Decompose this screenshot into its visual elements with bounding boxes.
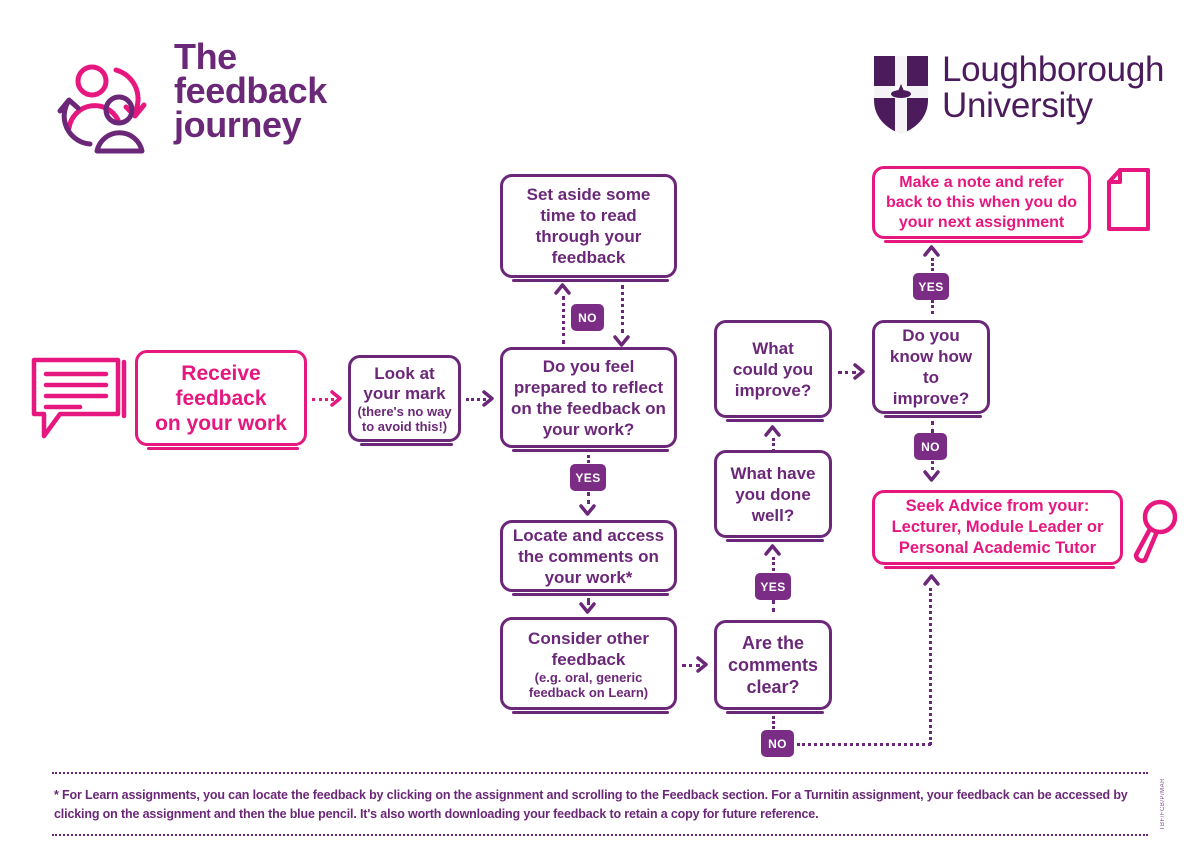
node-are-the-comments-clear-label: Are the comments clear? bbox=[727, 633, 819, 697]
loughborough-university-logo: Loughborough University bbox=[872, 52, 1164, 142]
connector-comments-yes-1 bbox=[772, 600, 775, 612]
footer-divider-bottom bbox=[52, 834, 1148, 836]
document-page-icon bbox=[1104, 167, 1154, 233]
badge-no-prepared: NO bbox=[571, 304, 604, 331]
connector-receive-to-mark bbox=[312, 398, 334, 401]
arrowhead-down-icon bbox=[579, 504, 596, 516]
node-are-the-comments-clear[interactable]: Are the comments clear? bbox=[714, 620, 832, 714]
node-look-at-your-mark[interactable]: Look at your mark (there's no way to avo… bbox=[348, 355, 461, 446]
badge-no-know: NO bbox=[914, 433, 947, 460]
arrowhead-right-icon bbox=[696, 656, 708, 673]
node-what-have-you-done-well[interactable]: What have you done well? bbox=[714, 450, 832, 542]
connector-mark-to-prepared bbox=[466, 398, 486, 401]
logo-wordmark: The feedback journey bbox=[174, 36, 414, 145]
connector-locate-to-consider bbox=[587, 598, 590, 605]
connector-prepared-yes-2 bbox=[587, 492, 590, 504]
footnote-text: * For Learn assignments, you can locate … bbox=[54, 788, 1128, 821]
node-do-you-feel-prepared-label: Do you feel prepared to reflect on the f… bbox=[511, 356, 666, 439]
arrowhead-up-icon bbox=[923, 245, 940, 257]
node-what-could-you-improve[interactable]: What could you improve? bbox=[714, 320, 832, 422]
node-locate-comments[interactable]: Locate and access the comments on your w… bbox=[500, 520, 677, 596]
connector-prepared-yes-1 bbox=[587, 455, 590, 469]
node-make-a-note-label: Make a note and refer back to this when … bbox=[885, 173, 1078, 231]
node-do-you-know-how-to-improve-label: Do you know how to improve? bbox=[889, 326, 973, 408]
arrowhead-down-icon bbox=[923, 470, 940, 482]
badge-no-comments: NO bbox=[761, 730, 794, 757]
arrowhead-right-icon bbox=[482, 390, 494, 407]
university-wordmark: Loughborough University bbox=[942, 52, 1164, 124]
arrowhead-up-icon bbox=[554, 283, 571, 295]
two-people-cycle-icon bbox=[56, 52, 166, 160]
arrowhead-up-icon bbox=[764, 425, 781, 437]
arrowhead-down-icon bbox=[613, 335, 630, 347]
connector-comments-no-1 bbox=[772, 716, 775, 729]
node-set-aside-time[interactable]: Set aside some time to read through your… bbox=[500, 174, 677, 282]
node-consider-other-feedback-subtext: (e.g. oral, generic feedback on Learn) bbox=[528, 669, 649, 700]
magnifying-glass-icon bbox=[1130, 497, 1182, 567]
university-name-line-2: University bbox=[942, 86, 1093, 125]
badge-yes-prepared: YES bbox=[570, 464, 606, 491]
footer: * For Learn assignments, you can locate … bbox=[52, 772, 1148, 836]
connector-knowhow-no-1 bbox=[931, 421, 934, 433]
connector-improve-to-knowhow bbox=[838, 371, 856, 374]
logo-line-2: feedback bbox=[174, 70, 327, 111]
loughborough-crest-icon bbox=[872, 54, 930, 136]
connector-knowhow-yes-2 bbox=[931, 258, 934, 271]
node-make-a-note[interactable]: Make a note and refer back to this when … bbox=[872, 166, 1091, 243]
node-what-could-you-improve-label: What could you improve? bbox=[732, 338, 814, 400]
arrowhead-down-icon bbox=[579, 602, 596, 614]
university-name-line-1: Loughborough bbox=[942, 50, 1165, 89]
node-consider-other-feedback-label: Consider other feedback bbox=[528, 628, 649, 669]
feedback-journey-logo: The feedback journey bbox=[52, 39, 412, 168]
footer-divider-top bbox=[52, 772, 1148, 774]
logo-line-3: journey bbox=[174, 104, 302, 145]
node-locate-comments-label: Locate and access the comments on your w… bbox=[512, 525, 665, 587]
arrowhead-up-icon bbox=[923, 574, 940, 586]
connector-knowhow-no-2 bbox=[931, 461, 934, 470]
logo-line-1: The bbox=[174, 36, 237, 77]
connector-comments-yes-2 bbox=[772, 557, 775, 571]
speech-bubble-icon bbox=[30, 352, 130, 444]
badge-yes-know: YES bbox=[913, 273, 949, 300]
reference-code: TBF/FCB/P/MAR bbox=[1160, 778, 1166, 831]
node-set-aside-time-label: Set aside some time to read through your… bbox=[526, 185, 651, 267]
connector-set-aside-down bbox=[621, 285, 624, 333]
node-seek-advice-label: Seek Advice from your: Lecturer, Module … bbox=[891, 497, 1104, 557]
node-look-at-your-mark-label: Look at your mark bbox=[363, 363, 446, 403]
node-what-have-you-done-well-label: What have you done well? bbox=[730, 463, 816, 525]
node-do-you-know-how-to-improve[interactable]: Do you know how to improve? bbox=[872, 320, 990, 418]
connector-comments-no-vertical bbox=[929, 588, 932, 745]
arrowhead-up-icon bbox=[764, 544, 781, 556]
connector-comments-no-horizontal bbox=[797, 743, 931, 746]
connector-consider-to-comments bbox=[682, 664, 700, 667]
badge-yes-comments: YES bbox=[755, 573, 791, 600]
node-receive-feedback-label: Receive feedback on your work bbox=[155, 361, 287, 435]
connector-donewell-to-improve bbox=[772, 438, 775, 452]
arrowhead-right-icon bbox=[853, 363, 865, 380]
node-receive-feedback[interactable]: Receive feedback on your work bbox=[135, 350, 307, 450]
connector-knowhow-yes-1 bbox=[931, 300, 934, 314]
node-look-at-your-mark-subtext: (there's no way to avoid this!) bbox=[357, 403, 452, 434]
connector-prepared-no-up bbox=[562, 296, 565, 344]
node-do-you-feel-prepared[interactable]: Do you feel prepared to reflect on the f… bbox=[500, 347, 677, 452]
node-seek-advice[interactable]: Seek Advice from your: Lecturer, Module … bbox=[872, 490, 1123, 569]
node-consider-other-feedback[interactable]: Consider other feedback (e.g. oral, gene… bbox=[500, 617, 677, 714]
arrowhead-right-icon bbox=[330, 390, 342, 407]
